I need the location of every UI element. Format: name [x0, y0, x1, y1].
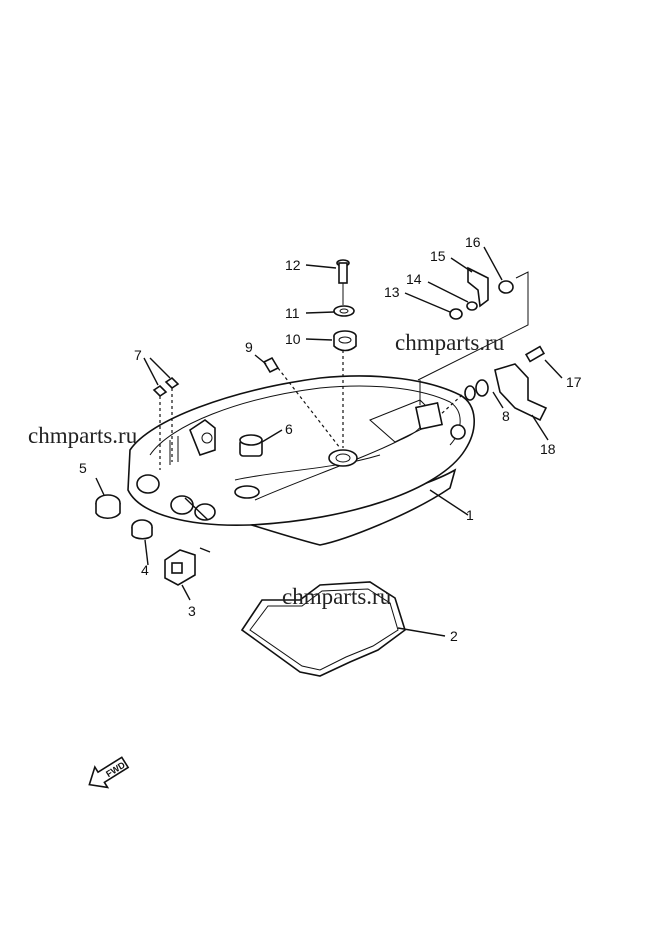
watermark-text: chmparts.ru: [282, 584, 392, 609]
callout-10: 10: [285, 331, 301, 347]
gasket: [240, 581, 406, 677]
bottom-cowling: [127, 375, 475, 546]
part-15-bracket: [467, 266, 489, 308]
callout-14: 14: [406, 271, 422, 287]
part-17-bolt: [524, 345, 546, 363]
leader-lines: [95, 246, 563, 637]
linkage-line: [417, 271, 529, 381]
callout-8: 8: [502, 408, 510, 424]
callout-9: 9: [245, 339, 253, 355]
part-4-plug: [131, 519, 153, 540]
part-11-collar: [333, 305, 355, 317]
callout-12: 12: [285, 257, 301, 273]
callout-6: 6: [285, 421, 293, 437]
part-10-grommet: [333, 330, 357, 352]
part-12-bolt: [336, 259, 350, 448]
part-8-nut: [464, 379, 489, 401]
callout-15: 15: [430, 248, 446, 264]
dashed-guide: [439, 394, 463, 416]
callout-13: 13: [384, 284, 400, 300]
part-9-screw: [262, 356, 341, 449]
part-14-washer: [466, 301, 478, 311]
callout-18: 18: [540, 441, 556, 457]
watermark-text: chmparts.ru: [395, 330, 505, 355]
callout-17: 17: [566, 374, 582, 390]
part-6-clip: [239, 434, 263, 457]
callout-5: 5: [79, 460, 87, 476]
watermark-text: chmparts.ru: [28, 423, 138, 448]
callout-3: 3: [188, 603, 196, 619]
forward-arrow-icon: FWD: [88, 756, 130, 789]
part-13-nut: [449, 308, 463, 320]
part-7-screws: [152, 376, 180, 470]
part-18-bracket: [494, 363, 548, 422]
callout-1: 1: [466, 507, 474, 523]
part-5-plug: [95, 494, 121, 520]
callout-11: 11: [285, 305, 300, 321]
part-3-grommet: [164, 549, 196, 586]
callout-labels: 1 2 3 4 5 6 7 8 9 10 11 12 13 14 15 16 1…: [79, 234, 582, 644]
callout-2: 2: [450, 628, 458, 644]
part-16-nut: [498, 280, 514, 294]
callout-4: 4: [141, 562, 149, 578]
callout-7: 7: [134, 347, 142, 363]
callout-16: 16: [465, 234, 481, 250]
